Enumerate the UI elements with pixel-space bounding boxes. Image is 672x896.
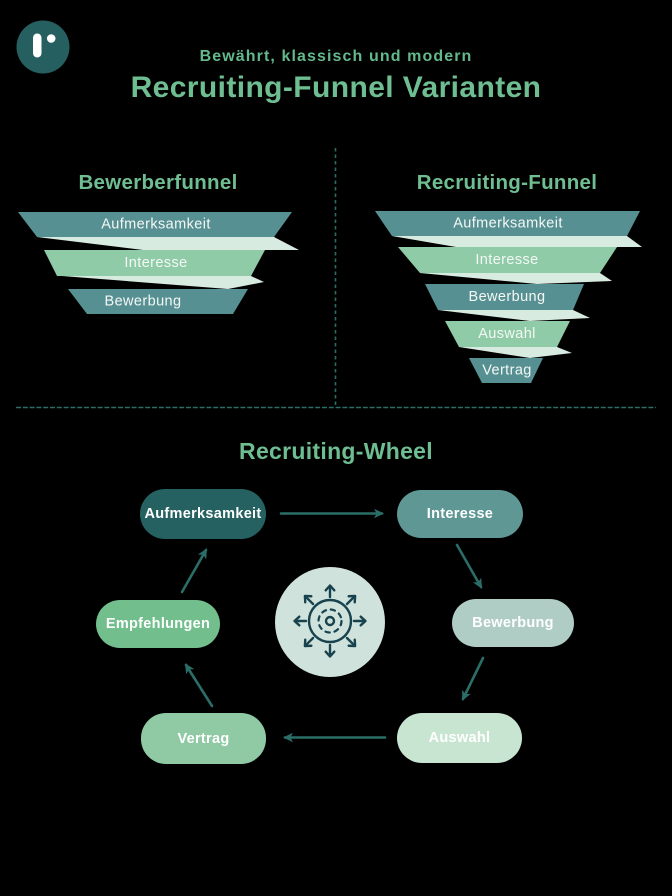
r-logo-icon (16, 20, 70, 74)
funnel-shine (62, 276, 264, 289)
wheel-hub-background (275, 567, 385, 677)
funnel-stage-label: Vertrag (482, 363, 532, 379)
arrow-interesse-bewerbung (455, 543, 483, 589)
arrow-vertrag-empfehlungen (184, 663, 214, 708)
hub-spokes-arrows-icon (293, 584, 367, 658)
funnel-band (445, 321, 570, 347)
funnel-band (398, 247, 617, 273)
wheel-node-vertrag: Vertrag (141, 713, 266, 764)
wheel-node-empfehlungen: Empfehlungen (96, 600, 220, 648)
funnel-band (68, 289, 248, 314)
funnel-shine (420, 273, 612, 284)
page-title: Recruiting-Funnel Varianten (130, 71, 542, 104)
funnel-band (375, 211, 640, 236)
funnel-stage-label: Interesse (475, 252, 538, 268)
right-funnel: Aufmerksamkeit Interesse Bewerbung Auswa… (375, 211, 642, 383)
funnel-stage-label: Bewerbung (469, 289, 546, 305)
funnel-band (425, 284, 584, 310)
funnel-stage-label: Aufmerksamkeit (453, 216, 563, 232)
wheel-node-interesse: Interesse (397, 490, 523, 538)
funnel-shine (37, 237, 299, 250)
left-funnel: Aufmerksamkeit Interesse Bewerbung (18, 212, 299, 314)
wheel-title: Recruiting-Wheel (239, 438, 433, 464)
funnel-shine (438, 310, 590, 321)
arrow-empfehlungen-aufmerksamkeit (180, 548, 208, 594)
funnel-stage-label: Auswahl (478, 326, 536, 342)
funnel-shine (459, 347, 572, 358)
funnel-stage-label: Bewerbung (105, 294, 182, 310)
arrow-bewerbung-auswahl (461, 656, 485, 701)
header-subtitle: Bewährt, klassisch und modern (199, 48, 473, 65)
funnel-band (469, 358, 543, 383)
wheel-node-aufmerksamkeit: Aufmerksamkeit (140, 489, 266, 539)
wheel-arrows (180, 508, 485, 743)
funnel-stage-label: Interesse (124, 255, 187, 271)
wheel-node-bewerbung: Bewerbung (452, 599, 574, 647)
funnel-band (18, 212, 292, 237)
funnel-shine (392, 236, 642, 247)
left-funnel-title: Bewerberfunnel (78, 171, 238, 194)
wheel-node-auswahl: Auswahl (397, 713, 522, 763)
right-funnel-title: Recruiting-Funnel (416, 171, 598, 194)
funnel-stage-label: Aufmerksamkeit (101, 217, 211, 233)
funnel-band (44, 250, 265, 276)
